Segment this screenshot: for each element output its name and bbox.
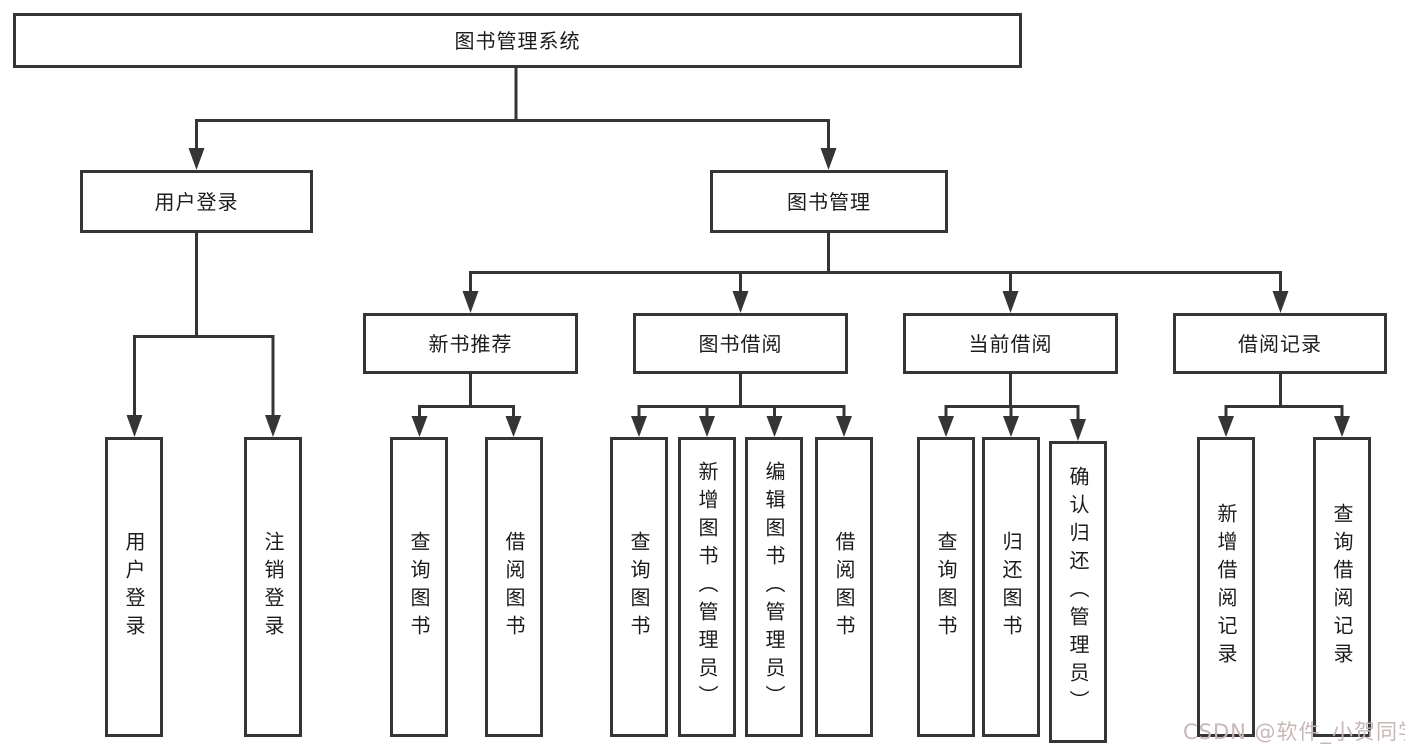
arrowhead-icon bbox=[126, 415, 143, 437]
node-borrow-record: 借阅记录 bbox=[1173, 313, 1387, 374]
node-current-borrow: 当前借阅 bbox=[903, 313, 1118, 374]
arrowhead-icon bbox=[766, 416, 783, 437]
node-label: 编辑图书（管理员） bbox=[762, 461, 786, 713]
node-label: 归还图书 bbox=[999, 531, 1023, 643]
arrowhead-icon bbox=[188, 148, 205, 170]
node-label: 查询借阅记录 bbox=[1330, 503, 1354, 671]
node-label: 图书管理 bbox=[787, 189, 871, 214]
node-root: 图书管理系统 bbox=[13, 13, 1022, 68]
node-label: 借阅图书 bbox=[502, 531, 526, 643]
node-label: 用户登录 bbox=[122, 531, 146, 643]
node-new-book-rec: 新书推荐 bbox=[363, 313, 578, 374]
arrowhead-icon bbox=[631, 416, 647, 437]
node-label: 查询图书 bbox=[934, 531, 958, 643]
leaf-cb-query-books: 查询图书 bbox=[917, 437, 975, 737]
leaf-user-login: 用户登录 bbox=[105, 437, 163, 737]
arrowhead-icon bbox=[1272, 291, 1289, 313]
leaf-br-add-record: 新增借阅记录 bbox=[1197, 437, 1255, 737]
node-book-borrow: 图书借阅 bbox=[633, 313, 848, 374]
arrowhead-icon bbox=[732, 291, 749, 313]
arrowhead-icon bbox=[265, 415, 281, 437]
node-book-mgmt: 图书管理 bbox=[710, 170, 948, 233]
leaf-cb-confirm-return-admin: 确认归还（管理员） bbox=[1049, 441, 1107, 743]
node-label: 确认归还（管理员） bbox=[1066, 466, 1090, 718]
leaf-br-query-record: 查询借阅记录 bbox=[1313, 437, 1371, 737]
node-label: 图书管理系统 bbox=[454, 28, 581, 53]
leaf-bb-add-books-admin: 新增图书（管理员） bbox=[678, 437, 736, 737]
arrowhead-icon bbox=[1218, 416, 1234, 437]
node-label: 新书推荐 bbox=[428, 331, 513, 356]
leaf-logout: 注销登录 bbox=[244, 437, 302, 737]
node-user-login: 用户登录 bbox=[80, 170, 313, 233]
arrowhead-icon bbox=[411, 416, 428, 437]
node-label: 当前借阅 bbox=[968, 331, 1053, 356]
arrowhead-icon bbox=[1003, 416, 1019, 437]
node-label: 新增借阅记录 bbox=[1214, 503, 1238, 671]
arrowhead-icon bbox=[938, 416, 954, 437]
node-label: 查询图书 bbox=[627, 531, 651, 643]
arrowhead-icon bbox=[820, 148, 837, 170]
leaf-nb-query-books: 查询图书 bbox=[390, 437, 448, 737]
node-label: 注销登录 bbox=[261, 531, 285, 643]
node-label: 图书借阅 bbox=[698, 331, 783, 356]
leaf-bb-borrow-books: 借阅图书 bbox=[815, 437, 873, 737]
arrowhead-icon bbox=[1070, 419, 1086, 441]
node-label: 新增图书（管理员） bbox=[695, 461, 719, 713]
node-label: 查询图书 bbox=[407, 531, 431, 643]
arrowhead-icon bbox=[462, 291, 479, 313]
node-label: 借阅记录 bbox=[1238, 331, 1322, 356]
arrowhead-icon bbox=[836, 416, 852, 437]
node-label: 用户登录 bbox=[154, 189, 239, 214]
leaf-nb-borrow-books: 借阅图书 bbox=[485, 437, 543, 737]
arrowhead-icon bbox=[505, 416, 522, 437]
node-label: 借阅图书 bbox=[832, 531, 856, 643]
arrowhead-icon bbox=[1002, 291, 1019, 313]
arrowhead-icon bbox=[1334, 416, 1350, 437]
watermark-text: CSDN @软件_小贺同学 bbox=[1183, 720, 1405, 744]
arrowhead-icon bbox=[699, 416, 715, 437]
leaf-bb-query-books: 查询图书 bbox=[610, 437, 668, 737]
leaf-cb-return-books: 归还图书 bbox=[982, 437, 1040, 737]
leaf-bb-edit-books-admin: 编辑图书（管理员） bbox=[745, 437, 803, 737]
